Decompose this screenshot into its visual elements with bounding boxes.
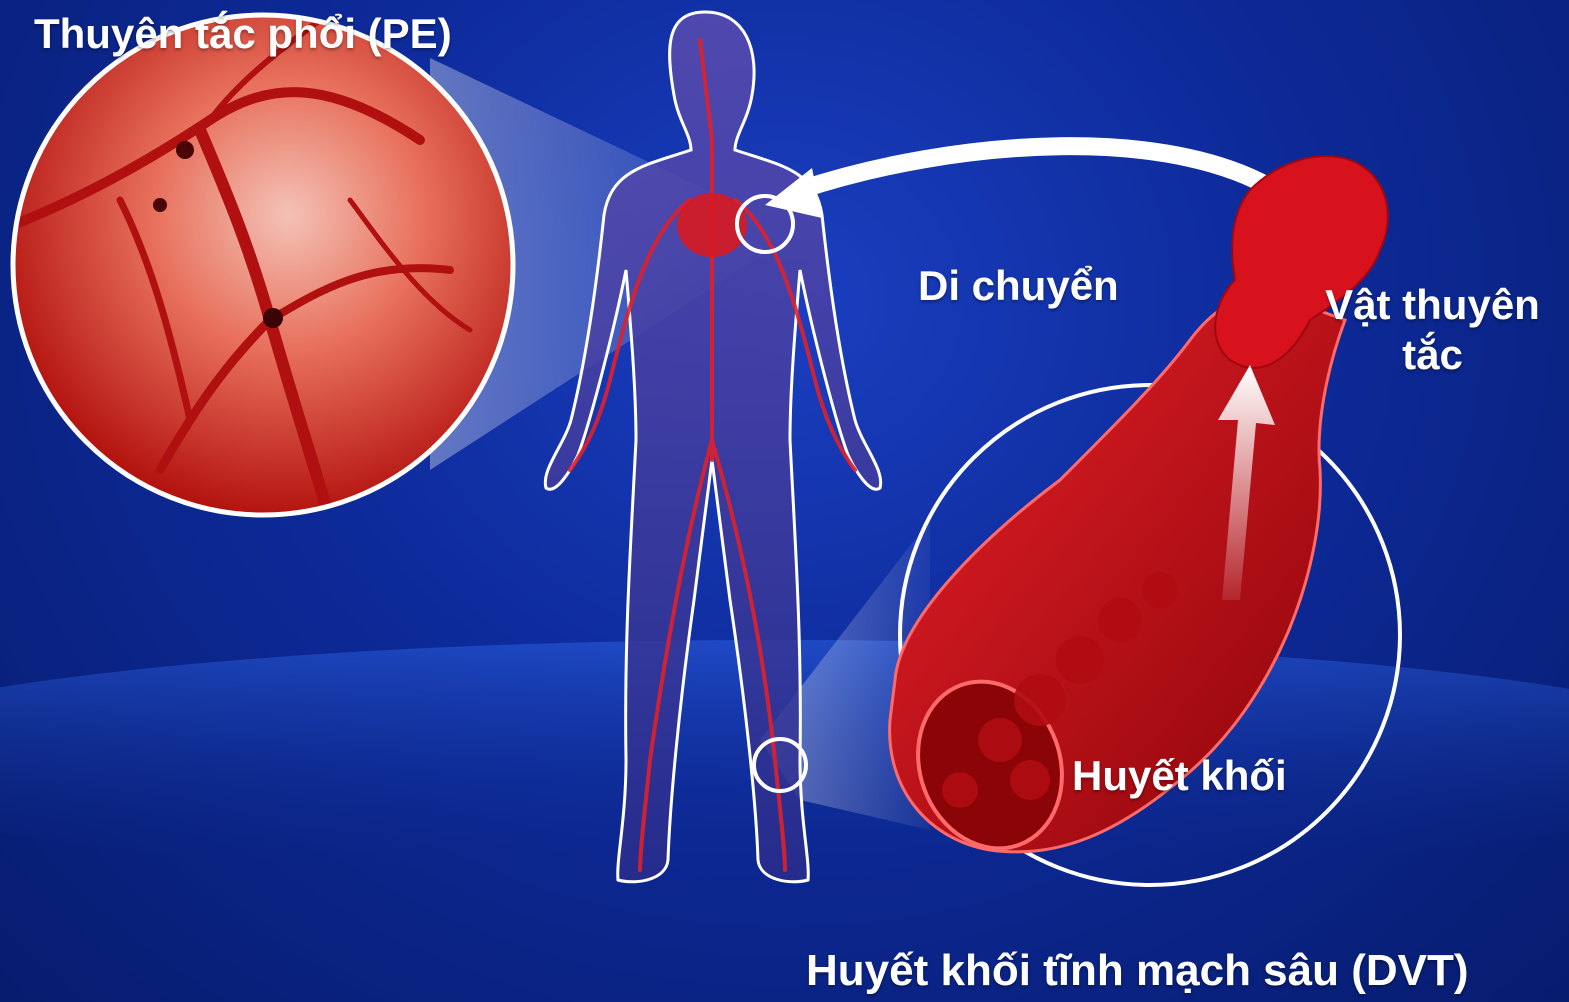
pe-title: Thuyên tắc phổi (PE)	[34, 10, 452, 58]
dvt-title: Huyết khối tĩnh mạch sâu (DVT)	[806, 946, 1469, 996]
lung-magnifier	[0, 15, 513, 520]
travel-arrow	[765, 146, 1290, 218]
clot-label: Huyết khối	[1072, 752, 1287, 800]
embolus-label: Vật thuyên tắc	[1305, 280, 1560, 380]
move-label: Di chuyển	[918, 262, 1119, 310]
